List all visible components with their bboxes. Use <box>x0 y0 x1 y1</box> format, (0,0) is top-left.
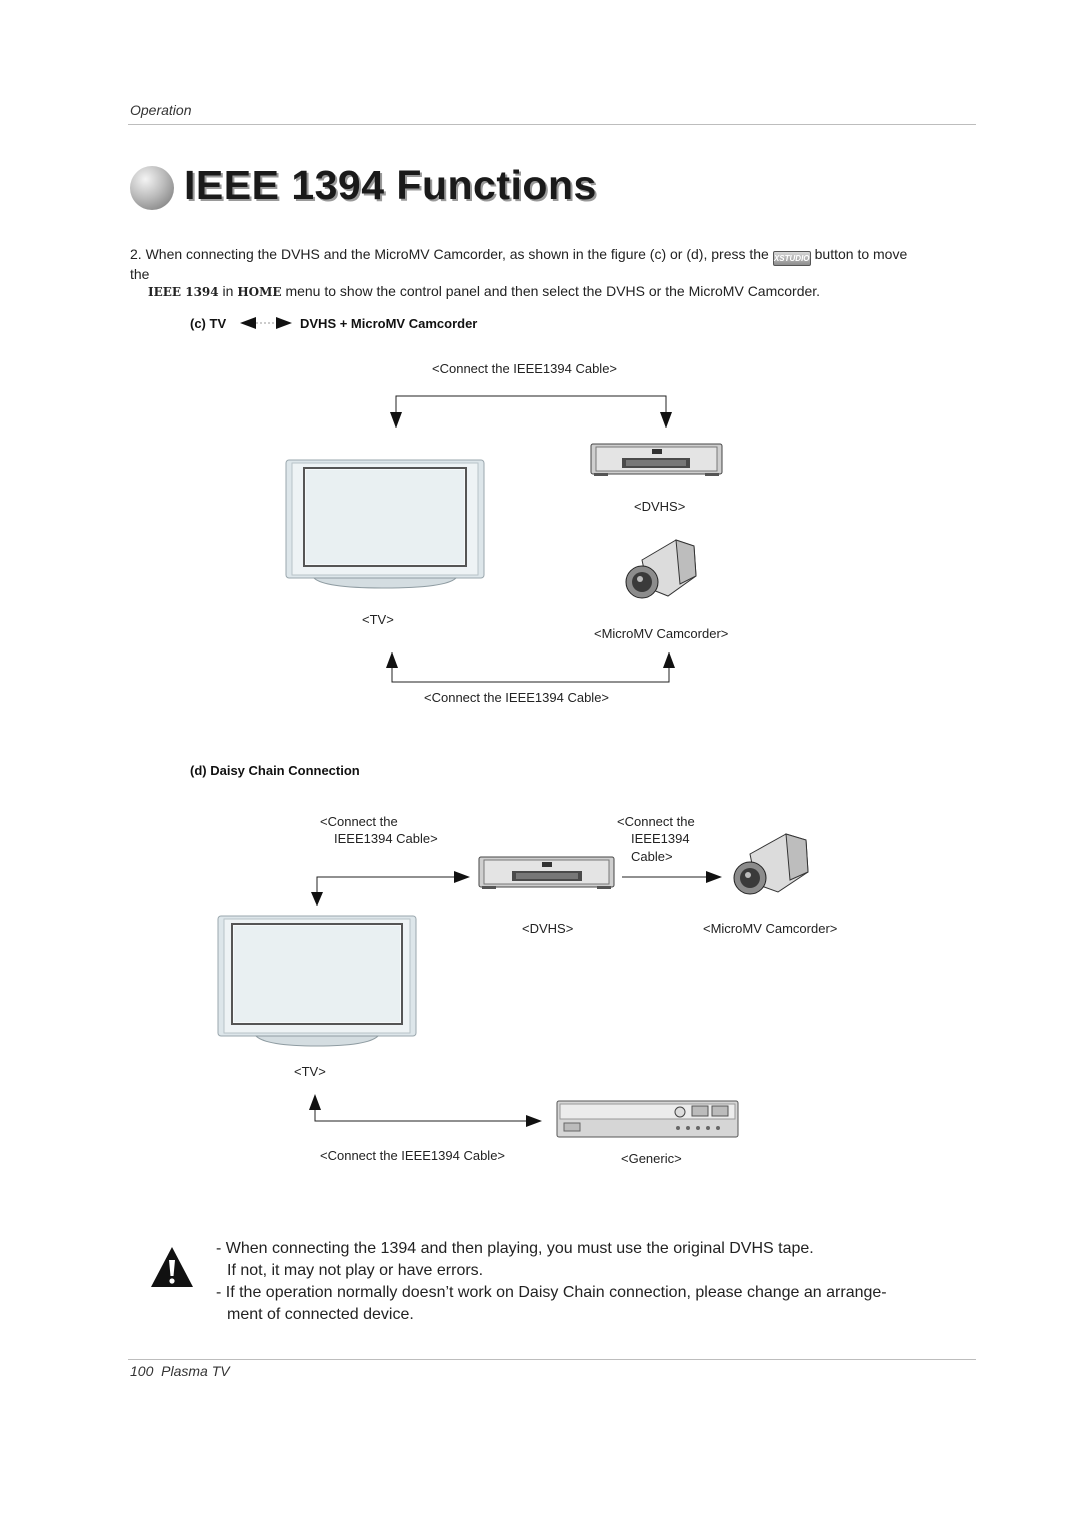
intro-part1: 2. When connecting the DVHS and the Micr… <box>130 246 773 262</box>
warning-text: - When connecting the 1394 and then play… <box>216 1238 936 1326</box>
daisy-dvhs-icon <box>478 856 615 889</box>
camcorder-icon <box>625 539 697 599</box>
warning-line-4: ment of connected device. <box>227 1306 414 1323</box>
daisy-cable-left-line2: IEEE1394 Cable> <box>334 831 438 846</box>
intro-paragraph: 2. When connecting the DVHS and the Micr… <box>130 246 910 301</box>
header-rule <box>128 124 976 125</box>
section-label: Operation <box>130 102 192 118</box>
figure-d-connectors <box>309 871 722 1127</box>
dvhs-icon <box>590 443 723 476</box>
figure-d-heading: (d) Daisy Chain Connection <box>190 763 360 778</box>
intro-part3: in <box>218 283 238 299</box>
menu-item-name: IEEE 1394 <box>148 285 219 299</box>
page-number: 100 <box>130 1363 154 1379</box>
figure-c-heading-suffix: DVHS + MicroMV Camcorder <box>300 316 478 331</box>
daisy-cable-right-line2: IEEE1394 <box>631 831 690 846</box>
warning-line-3: - If the operation normally doesn’t work… <box>216 1284 887 1301</box>
title-bullet-icon <box>130 166 174 210</box>
daisy-tv-icon <box>217 915 417 1047</box>
daisy-tv-caption: <TV> <box>294 1064 326 1079</box>
warning-line-2: If not, it may not play or have errors. <box>227 1262 484 1279</box>
figure-c-connectors <box>386 395 675 683</box>
warning-triangle-icon <box>151 1247 193 1287</box>
daisy-dvhs-caption: <DVHS> <box>522 921 574 936</box>
menu-name: HOME <box>237 285 282 299</box>
intro-part4: menu to show the control panel and then … <box>281 283 821 299</box>
camcorder-caption: <MicroMV Camcorder> <box>594 626 729 641</box>
page-title: IEEE 1394 Functions <box>184 162 597 208</box>
figure-c-heading-prefix: (c) TV <box>190 316 227 331</box>
generic-caption: <Generic> <box>621 1151 682 1166</box>
footer: 100 Plasma TV <box>130 1363 230 1379</box>
xstudio-button-icon: XSTUDIO <box>772 251 811 266</box>
tv-icon <box>285 459 485 589</box>
dvhs-caption: <DVHS> <box>634 499 686 514</box>
intro-part2: button to move the <box>130 246 908 282</box>
cable-caption-top: <Connect the IEEE1394 Cable> <box>432 361 618 376</box>
daisy-cable-left-line1: <Connect the <box>320 814 398 829</box>
daisy-camcorder-caption: <MicroMV Camcorder> <box>703 921 838 936</box>
cable-caption-bottom: <Connect the IEEE1394 Cable> <box>424 690 610 705</box>
daisy-camcorder-icon <box>733 833 809 895</box>
warning-line-1: - When connecting the 1394 and then play… <box>216 1240 814 1257</box>
daisy-cable-bottom: <Connect the IEEE1394 Cable> <box>320 1148 506 1163</box>
bidirectional-arrow-icon <box>240 317 292 329</box>
daisy-cable-right-line3: Cable> <box>631 849 673 864</box>
daisy-cable-right-line1: <Connect the <box>617 814 695 829</box>
tv-caption: <TV> <box>362 612 394 627</box>
footer-rule <box>128 1359 976 1360</box>
generic-device-icon <box>556 1100 739 1138</box>
footer-label: Plasma TV <box>161 1363 230 1379</box>
